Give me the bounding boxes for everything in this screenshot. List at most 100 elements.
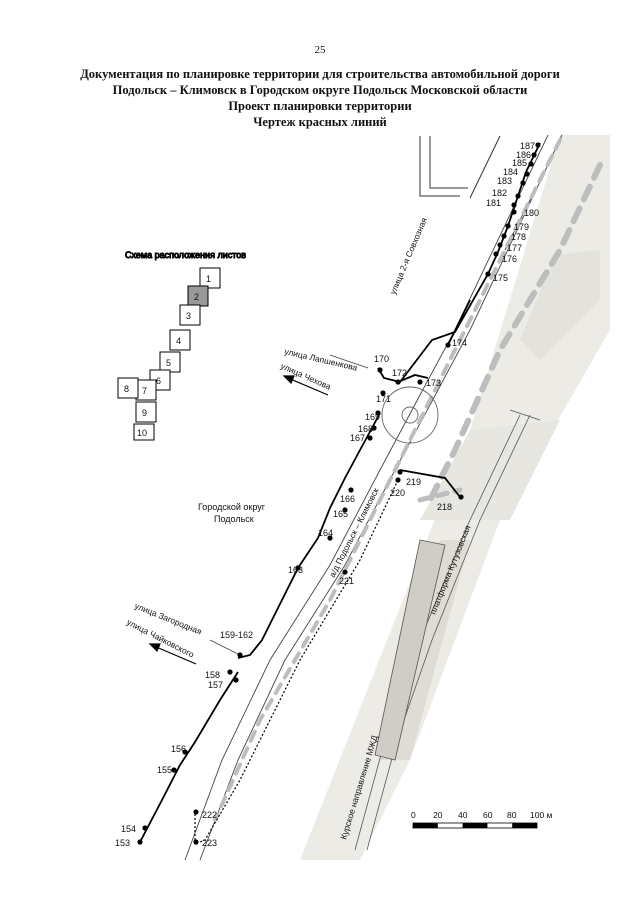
- point-dot-163: [295, 565, 301, 571]
- point-dot-155: [171, 767, 177, 773]
- scale-tick-0: 0: [411, 810, 416, 820]
- point-dot-184: [524, 171, 530, 177]
- point-label-183: 183: [497, 176, 512, 186]
- sheet-9: [135, 401, 157, 423]
- point-dot-165: [342, 507, 348, 513]
- point-dot-182: [515, 193, 521, 199]
- point-dot-164: [327, 535, 333, 541]
- district-label-line1: Городской округ: [198, 502, 266, 512]
- point-label-163: 163: [288, 565, 303, 575]
- sheet-label-4: 4: [176, 336, 181, 346]
- sheet-label-5: 5: [166, 358, 171, 368]
- point-dot-168: [371, 425, 377, 431]
- sheet-4: [169, 329, 191, 351]
- scale-tick-60: 60: [483, 810, 493, 820]
- point-dot-223: [193, 839, 199, 845]
- point-dot-158: [227, 669, 233, 675]
- sheet-label-3: 3: [186, 311, 191, 321]
- point-label-153: 153: [115, 838, 130, 848]
- sovkhoznaya-road-outline: [419, 135, 501, 199]
- header-line-3: Проект планировки территории: [228, 99, 412, 113]
- sheet-1: [199, 267, 221, 289]
- point-dot-156: [182, 749, 188, 755]
- rail-tracks: [354, 409, 541, 851]
- point-dot-171: [380, 390, 386, 396]
- point-dot-154: [142, 825, 148, 831]
- point-dot-157: [233, 677, 239, 683]
- point-label-220: 220: [390, 488, 405, 498]
- point-dot-172: [395, 379, 401, 385]
- point-label-177: 177: [507, 243, 522, 253]
- page-number: 25: [314, 44, 326, 56]
- point-dot-220: [395, 477, 401, 483]
- sheet-label-1: 1: [206, 274, 211, 284]
- point-dot-218: [458, 494, 464, 500]
- point-dot-185: [528, 161, 534, 167]
- point-label-168: 168: [358, 424, 373, 434]
- header-line-4: Чертеж красных линий: [253, 115, 387, 129]
- point-label-185: 185: [512, 158, 527, 168]
- header-line-2: Подольск – Климовск в Городском округе П…: [112, 83, 528, 97]
- point-label-171: 171: [376, 394, 391, 404]
- point-label-223: 223: [202, 838, 217, 848]
- point-dot-178: [501, 233, 507, 239]
- coordinate-points: 1871861851841831821811801791781771761751…: [115, 141, 541, 848]
- point-label-182: 182: [492, 188, 507, 198]
- point-dot-179: [505, 223, 511, 229]
- roundabout: [381, 386, 439, 444]
- scale-tick-100: 100 м: [530, 810, 553, 820]
- sheet-label-6: 6: [156, 376, 161, 386]
- point-dot-180: [511, 209, 517, 215]
- header-line-1: Документация по планировке территории дл…: [80, 67, 560, 81]
- point-label-164: 164: [318, 528, 333, 538]
- point-label-166: 166: [340, 494, 355, 504]
- point-label-179: 179: [514, 222, 529, 232]
- point-label-175: 175: [493, 273, 508, 283]
- sheet-label-7: 7: [142, 386, 147, 396]
- point-label-165: 165: [333, 509, 348, 519]
- scheme-title: Схема расположения листов: [125, 250, 246, 260]
- point-label-184: 184: [503, 167, 518, 177]
- point-label-181: 181: [486, 198, 501, 208]
- point-label-221: 221: [339, 576, 354, 586]
- sheet-label-8: 8: [124, 384, 129, 394]
- point-dot-170: [377, 367, 383, 373]
- point-label-157: 157: [208, 680, 223, 690]
- point-dot-169: [375, 410, 381, 416]
- point-dot-219: [397, 469, 403, 475]
- street-label-sovkhoznaya: улица 2-я Совхозная: [388, 216, 430, 296]
- point-label-176: 176: [502, 254, 517, 264]
- point-label-219: 219: [406, 477, 421, 487]
- point-label-167: 167: [350, 433, 365, 443]
- sheet-label-9: 9: [142, 408, 147, 418]
- point-label-178: 178: [511, 232, 526, 242]
- point-label-154: 154: [121, 824, 136, 834]
- point-dot-187: [535, 142, 541, 148]
- point-label-187: 187: [520, 141, 535, 151]
- point-dot-176: [493, 251, 499, 257]
- point-label-159_162: 159-162: [220, 630, 253, 640]
- point-label-174: 174: [452, 338, 467, 348]
- sheet-label-2: 2: [194, 292, 199, 302]
- point-dot-186: [531, 152, 537, 158]
- point-dot-181: [511, 202, 517, 208]
- point-label-173: 173: [426, 378, 441, 388]
- point-dot-221: [342, 569, 348, 575]
- sheet-3: [179, 304, 201, 326]
- point-label-158: 158: [205, 670, 220, 680]
- sheet-scheme: Схема расположения листов 1 2 3 4 5 6 7 …: [117, 250, 247, 441]
- point-dot-167: [367, 435, 373, 441]
- point-label-155: 155: [157, 765, 172, 775]
- point-dot-174: [445, 342, 451, 348]
- document-header: Документация по планировке территории дл…: [0, 66, 640, 130]
- scale-tick-20: 20: [433, 810, 443, 820]
- point-dot-153: [137, 839, 143, 845]
- point-dot-222: [193, 809, 199, 815]
- scale-bar: 0 20 40 60 80 100 м: [411, 810, 553, 829]
- point-label-156: 156: [171, 744, 186, 754]
- scale-tick-40: 40: [458, 810, 468, 820]
- point-label-186: 186: [516, 150, 531, 160]
- red-line-dotted: [194, 479, 399, 843]
- district-label-line2: Подольск: [214, 514, 254, 524]
- point-label-180: 180: [524, 208, 539, 218]
